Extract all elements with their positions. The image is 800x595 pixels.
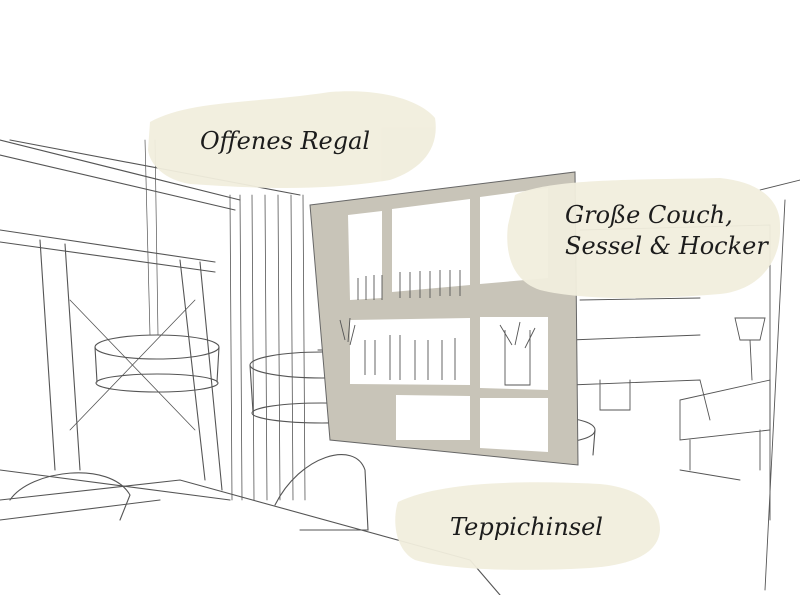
- label-grosse-couch-line-2: Sessel & Hocker: [565, 232, 768, 260]
- label-teppichinsel-text: Teppichinsel: [450, 513, 603, 541]
- label-offenes-regal: Offenes Regal: [200, 126, 370, 157]
- label-offenes-regal-text: Offenes Regal: [200, 127, 371, 155]
- label-brush-strokes: [148, 91, 781, 570]
- label-grosse-couch-line-1: Große Couch,: [565, 201, 733, 229]
- label-teppichinsel: Teppichinsel: [450, 512, 603, 543]
- label-grosse-couch: Große Couch, Sessel & Hocker: [565, 200, 768, 262]
